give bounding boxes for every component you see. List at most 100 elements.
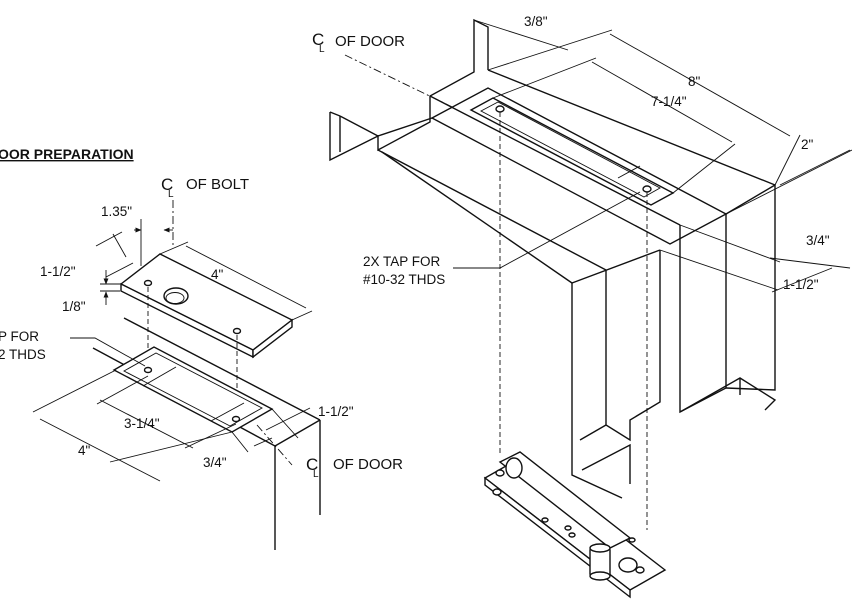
centerline-c-glyph: C	[161, 175, 173, 194]
ext-line	[774, 134, 801, 186]
door-face-back-edge	[123, 317, 321, 421]
centerline-l-glyph: L	[168, 189, 174, 200]
bolt-hole-inner	[165, 292, 185, 304]
frame-tap-note-line2: #10-32 THDS	[363, 272, 445, 287]
bolt-screw	[568, 532, 576, 538]
dim-8-line	[609, 33, 791, 137]
door-face-end	[274, 419, 321, 447]
of-door-text-right: OF DOOR	[335, 33, 405, 50]
frame-back-edge	[487, 69, 776, 186]
frame-face-front	[679, 214, 727, 414]
door-face-top	[381, 151, 573, 284]
dim-4-top-label: 4"	[211, 267, 224, 282]
dim-3-8-line	[473, 19, 569, 51]
bolt-plate-hole-right	[635, 566, 645, 574]
dim-3-4-ext	[231, 431, 249, 453]
dim-1-1-2-line	[112, 233, 127, 258]
bolt-plate-hole-top	[495, 469, 505, 477]
ext-line	[109, 431, 233, 463]
ext-line	[159, 241, 189, 255]
ext-line	[672, 143, 736, 194]
bolt-screw	[564, 525, 572, 531]
strike-plate-divider	[617, 165, 641, 179]
ext-line	[32, 369, 117, 413]
ext-line	[659, 249, 779, 291]
plate-screw-hole-right	[232, 327, 242, 335]
bolt-pin-top	[589, 543, 611, 553]
tap-hole-left	[143, 366, 153, 374]
ext-line	[492, 57, 597, 99]
frame-top-edge	[429, 95, 681, 226]
frame-left-return	[329, 18, 489, 162]
dim-7-1-4-label: 7-1/4"	[651, 94, 687, 109]
dim-1-1-2-ext	[271, 408, 299, 439]
ext-line	[291, 310, 313, 321]
centerline-of-door-label-right: C L OF DOOR	[312, 30, 405, 55]
ext-line	[679, 224, 781, 263]
dim-3-4-label: 3/4"	[203, 455, 227, 470]
dim-1-35-label: 1.35"	[101, 204, 132, 219]
dim-3-1-4-line	[99, 399, 194, 449]
door-cutout	[581, 443, 631, 484]
centerline-c-glyph: C	[306, 455, 318, 474]
centerline-l-glyph: L	[313, 469, 319, 480]
frame-stop-return	[377, 117, 433, 137]
dim-2-line	[779, 149, 851, 186]
frame-isometric-view: C L OF DOOR	[312, 14, 852, 599]
centerline-of-bolt-label: C L OF BOLT	[161, 175, 249, 200]
of-bolt-text: OF BOLT	[186, 176, 249, 193]
dim-1-1-2-bottom-label: 1-1/2"	[318, 404, 354, 419]
frame-face-right	[725, 183, 776, 391]
dim-3-1-4-label: 3-1/4"	[124, 416, 160, 431]
door-centerline-right	[344, 54, 511, 136]
dim-3-4-line	[769, 257, 851, 269]
ext-line	[725, 149, 852, 215]
frame-tap-hole-left	[495, 105, 505, 113]
door-preparation-view: OOR PREPARATION C L OF BOLT 1.35" 1-1/2"…	[0, 146, 403, 550]
dim-4-bottom-line	[39, 418, 161, 482]
door-jamb-face	[605, 250, 661, 442]
ext-line	[96, 375, 149, 405]
door-centerline-left	[256, 424, 293, 466]
dim-3-4-label-right: 3/4"	[806, 233, 830, 248]
centerline-l-glyph: L	[319, 44, 325, 55]
strike-plate-end	[252, 318, 293, 359]
tap-note-line2: 2 THDS	[0, 347, 46, 362]
frame-tap-hole-right	[642, 185, 652, 193]
ext-line	[95, 231, 123, 247]
tap-hole-right	[231, 415, 241, 423]
frame-tap-note-leader	[453, 191, 641, 269]
dim-1-1-2-bottom-line	[265, 407, 311, 431]
door-leaf-edge	[571, 283, 623, 499]
tap-note-leader	[70, 337, 146, 367]
dim-4-bottom-label: 4"	[78, 443, 91, 458]
centerline-of-door-label-left: C L OF DOOR	[306, 455, 403, 480]
mortise-pocket-inner	[123, 352, 263, 427]
dim-1-1-2-line	[771, 267, 833, 293]
door-cutout-edge	[579, 424, 607, 441]
bolt-end-cap	[505, 457, 523, 479]
dim-8-label: 8"	[688, 74, 701, 89]
door-top-edge	[571, 249, 661, 284]
frame-return-lip	[329, 111, 341, 117]
frame-strike-plate-inner	[480, 101, 661, 198]
of-door-text-left: OF DOOR	[333, 456, 403, 473]
plate-screw-hole-left	[143, 279, 153, 287]
mortise-step	[142, 366, 177, 387]
dim-1-1-2-label: 1-1/2"	[783, 277, 819, 292]
dim-1-8-label: 1/8"	[62, 299, 86, 314]
bolt-hole	[163, 287, 189, 305]
ext-line	[487, 29, 613, 71]
mortise-step	[210, 402, 245, 422]
bolt-plate-hole-left	[492, 488, 502, 496]
bolt-plate-hole-large	[618, 557, 638, 573]
bolt-screw	[541, 517, 549, 523]
dim-2-label: 2"	[801, 137, 814, 152]
frame-return-lip-edge	[339, 115, 379, 137]
dim-1-1-2-top-label: 1-1/2"	[40, 264, 76, 279]
dim-3-8-label: 3/8"	[524, 14, 548, 29]
frame-stop-edge	[377, 149, 607, 271]
ext-line	[105, 262, 134, 278]
centerline-c-glyph: C	[312, 30, 324, 49]
